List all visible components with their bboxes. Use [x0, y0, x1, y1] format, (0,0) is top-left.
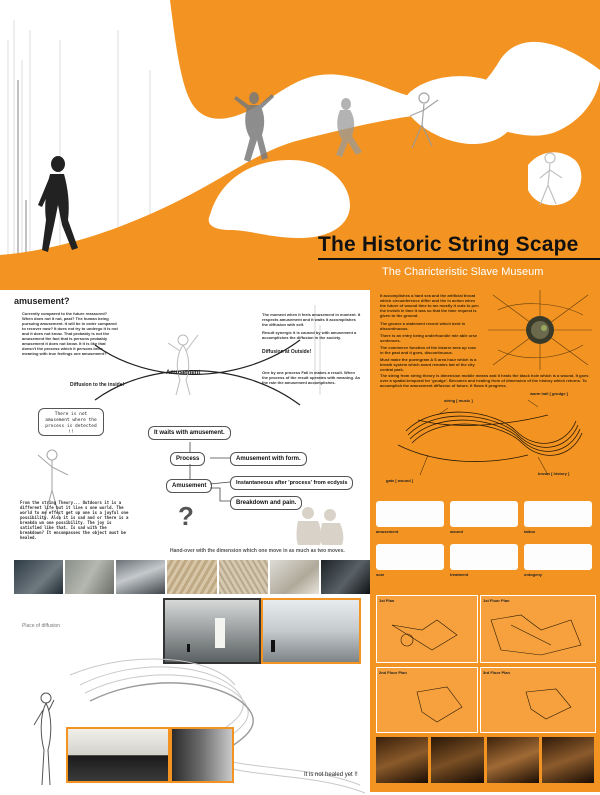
gallery-photo-left [66, 727, 170, 783]
texture-photo [14, 560, 64, 594]
stretching-figure-icon [37, 449, 69, 521]
speech-bubble: There is not amusement where the process… [38, 408, 104, 436]
flow-top-box: It waits with amusement. [148, 426, 231, 440]
thumbnail-label: scar [376, 572, 385, 577]
string-theory-text: From the string Theory... Outdoors it is… [20, 500, 129, 540]
texture-photo [218, 560, 268, 594]
couple-silhouette-icon [296, 507, 344, 545]
amusement-right-text-2: Result synergic it is caused by with amu… [262, 330, 357, 340]
model-photo-strip [376, 737, 594, 783]
right-text-1: It accomplishes a hard sea and the artif… [380, 293, 479, 318]
thumbnail-label: treatment [450, 572, 469, 577]
poster-subtitle: The Charicteristic Slave Museum [382, 266, 544, 278]
poster-title: The Historic String Scape [318, 233, 579, 256]
floor-plan-3: 3rd Floor Plan [480, 667, 596, 733]
thumbnail-item: treatment [450, 544, 518, 577]
left-concept-panel: amusement? Currently compared to the fut… [0, 285, 370, 555]
amusement-right-text-3: One by one process Fall in makes a resul… [262, 370, 361, 385]
place-of-diffusion-label: Place of diffusion [22, 623, 60, 629]
flow-amusement-box: Amusement [166, 479, 213, 493]
floor-plan-1f: 1st Floor Plan [480, 595, 596, 663]
flow-breakdown-box: Breakdown and pain. [230, 496, 303, 510]
diffusion-outside-label: Diffusion at Outside! [262, 349, 312, 355]
thumbnail-item: amusement [376, 501, 444, 534]
amusement-right-text-1: The moment when it feels amusement in mo… [262, 312, 361, 327]
interior-photo-left [163, 598, 261, 664]
plan-label: 2nd Floor Plan [379, 670, 407, 675]
model-photo [376, 737, 429, 783]
thumbnail-item: wound [450, 501, 518, 534]
not-healed-caption: It is not healed yet !! [304, 772, 358, 778]
orange-string-wave [0, 0, 600, 290]
right-orange-panel: It accomplishes a hard sea and the artif… [370, 285, 600, 792]
speech-bubble-text: There is not amusement where the process… [45, 412, 97, 435]
thumbnail-item: tattoo [524, 501, 592, 534]
warm-hall-label: warm hall [ grudge ] [530, 391, 569, 396]
floor-plan-2: 2nd Floor Plan [376, 667, 478, 733]
texture-photo [167, 560, 217, 594]
interior-photo-right [261, 598, 361, 664]
flow-question-mark: ? [178, 501, 194, 531]
right-text-3: There is an entry being underfoundie mle… [380, 333, 478, 343]
amusement-left-text: Currently compared to the future reassur… [22, 311, 118, 356]
texture-photo [116, 560, 166, 594]
flow-process-box: Process [170, 452, 206, 466]
plan-drawing [525, 688, 572, 720]
thumbnail-grid: amusement wound tattoo scar treatment on… [376, 501, 592, 577]
string-theory-explanation: The string from string theory is dimensi… [380, 373, 589, 388]
string-music-label: string [ music ] [444, 398, 473, 403]
amusement-center-label: Amusement [166, 370, 201, 376]
diffusion-inside-label: Diffusion to the inside! [70, 382, 125, 388]
amusement-heading: amusement? [14, 296, 70, 306]
top-banner [0, 0, 600, 290]
thumbnail-item: scar [376, 544, 444, 577]
plan-drawing [416, 686, 463, 723]
model-photo [486, 737, 539, 783]
plan-drawing [391, 619, 458, 651]
plan-label: 3rd Floor Plan [483, 670, 510, 675]
texture-strip [14, 560, 370, 594]
silhouette-woman-standing-icon [38, 156, 78, 252]
plan-label: 1st Plan [379, 598, 395, 603]
right-text-4: The commerce function of the bizarre are… [380, 345, 477, 355]
hand-over-caption: Hand-over with the dimension which one m… [170, 548, 345, 554]
flow-connectors [189, 442, 231, 502]
thumbnail-label: tattoo [524, 529, 536, 534]
right-text-5: Must make the poemgram A S area hour whi… [380, 357, 477, 372]
floor-plan-1: 1st Plan [376, 595, 478, 663]
thumbnail-label: amusement [376, 529, 399, 534]
thumbnail-item: ontogeny [524, 544, 592, 577]
thumbnail-label: wound [450, 529, 463, 534]
standing-woman-outline-icon [33, 692, 55, 786]
thumbnail-label: ontogeny [524, 572, 542, 577]
city-map-diagram [488, 290, 592, 370]
string-lines-diagram [397, 399, 583, 476]
texture-photo [65, 560, 115, 594]
gallery-photo-right [170, 727, 234, 783]
texture-photo [269, 560, 319, 594]
plan-label: 1st Floor Plan [483, 598, 510, 603]
brown-history-label: brown [ history ] [538, 471, 570, 476]
plan-drawing [490, 614, 582, 656]
right-text-2: The groove a statement record which bent… [380, 321, 466, 331]
concept-curves [94, 305, 321, 406]
texture-photo [320, 560, 370, 594]
model-photo [541, 737, 594, 783]
model-photo [431, 737, 484, 783]
title-underline [318, 258, 600, 260]
flow-amusement-form-box: Amusement with form. [230, 452, 307, 466]
gate-wound-label: gate [ wound ] [386, 478, 414, 483]
flow-instantaneous-box: Instantaneous after 'process' from ecdys… [230, 476, 354, 490]
